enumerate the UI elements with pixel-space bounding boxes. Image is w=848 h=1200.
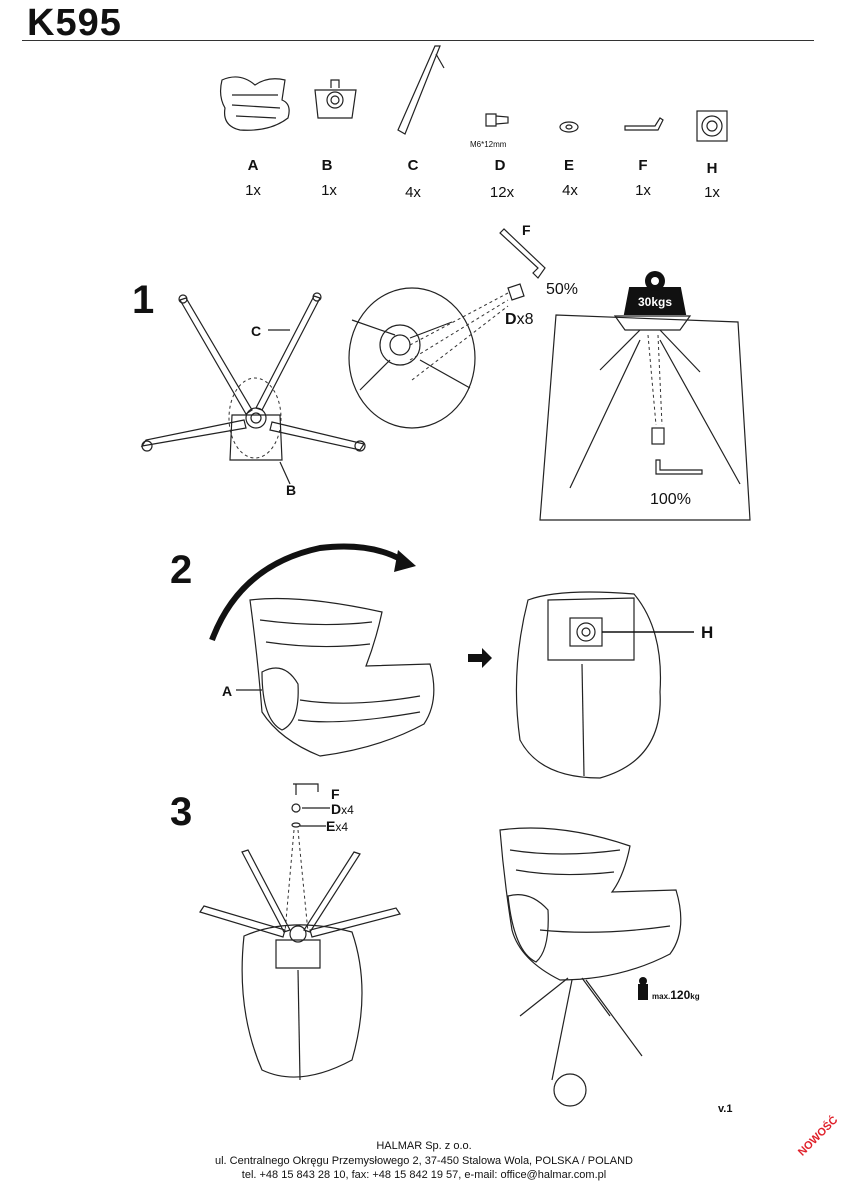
step3-label-d: D xyxy=(331,801,342,817)
step3-label-f: F xyxy=(331,786,340,802)
step3-base-drawing xyxy=(199,783,401,1081)
footer-address: ul. Centralnego Okręgu Przemysłowego 2, … xyxy=(214,1155,633,1167)
part-c-leg-icon xyxy=(397,45,445,135)
step1-bolt-callout: Dx8 xyxy=(505,311,533,329)
max-load-label: max.120kg xyxy=(652,986,700,1004)
step1-label-d: D xyxy=(505,311,517,328)
part-a-chair-icon xyxy=(219,76,290,131)
product-code-title: K595 xyxy=(27,2,122,44)
step2-label-h: H xyxy=(701,623,714,642)
step3-label-e: E xyxy=(326,818,336,834)
part-f-qty: 1x xyxy=(635,182,651,199)
step3-chair-drawing xyxy=(499,827,682,1107)
part-a-qty: 1x xyxy=(245,182,261,199)
step1-base-drawing xyxy=(140,292,366,485)
part-b-letter: B xyxy=(321,157,333,174)
step1-label-f: F xyxy=(522,222,531,238)
step2-back-view-drawing xyxy=(515,591,694,779)
part-d-letter: D xyxy=(494,157,506,174)
max-load-value: 120 xyxy=(670,988,691,1002)
step2-label-a: A xyxy=(222,683,233,699)
max-load-unit: kg xyxy=(690,992,700,1001)
part-e-washer-icon xyxy=(559,121,579,133)
part-e-letter: E xyxy=(563,157,574,174)
step3-e-qty: x4 xyxy=(335,820,349,834)
part-h-letter: H xyxy=(706,160,718,177)
step1-d-qty: x8 xyxy=(516,311,534,328)
step3-d-qty: x4 xyxy=(341,803,354,817)
step1-weight-label: 30kgs xyxy=(637,295,673,309)
step-1-number: 1 xyxy=(132,278,155,322)
part-c-qty: 4x xyxy=(405,184,421,201)
footer-company: HALMAR Sp. z o.o. xyxy=(376,1140,472,1152)
part-h-qty: 1x xyxy=(704,184,720,201)
step2-rotate-arrow-icon xyxy=(209,543,416,642)
step1-zoom-drawing xyxy=(348,283,525,429)
step-3-number: 3 xyxy=(170,790,193,834)
step2-chair-drawing xyxy=(236,597,435,757)
step-2-number: 2 xyxy=(170,548,193,592)
part-b-qty: 1x xyxy=(321,182,337,199)
step1-allen-key-icon xyxy=(499,228,546,279)
footer-contact: tel. +48 15 843 28 10, fax: +48 15 842 1… xyxy=(241,1169,607,1181)
part-d-bolt-icon xyxy=(485,113,509,127)
step1-weight-drawing xyxy=(539,271,751,521)
step1-label-c: C xyxy=(251,323,262,339)
step3-washer-callout: Ex4 xyxy=(326,818,348,834)
part-c-letter: C xyxy=(407,157,419,174)
part-e-qty: 4x xyxy=(562,182,578,199)
bolt-size-label: M6*12mm xyxy=(470,140,507,149)
title-divider xyxy=(22,40,814,41)
step3-bolt-callout: Dx4 xyxy=(331,801,354,817)
step1-label-b: B xyxy=(286,482,297,498)
part-b-plate-icon xyxy=(314,79,357,119)
max-load-prefix: max. xyxy=(652,992,671,1001)
part-d-qty: 12x xyxy=(489,184,515,201)
version-label: v.1 xyxy=(718,1103,733,1115)
step1-torque-half: 50% xyxy=(546,281,579,298)
part-h-mechanism-icon xyxy=(696,110,728,142)
step1-torque-full: 100% xyxy=(650,491,691,508)
step2-next-arrow-icon xyxy=(468,648,492,668)
part-f-letter: F xyxy=(638,157,648,174)
part-a-letter: A xyxy=(247,157,259,174)
part-f-allen-key-icon xyxy=(624,117,664,131)
